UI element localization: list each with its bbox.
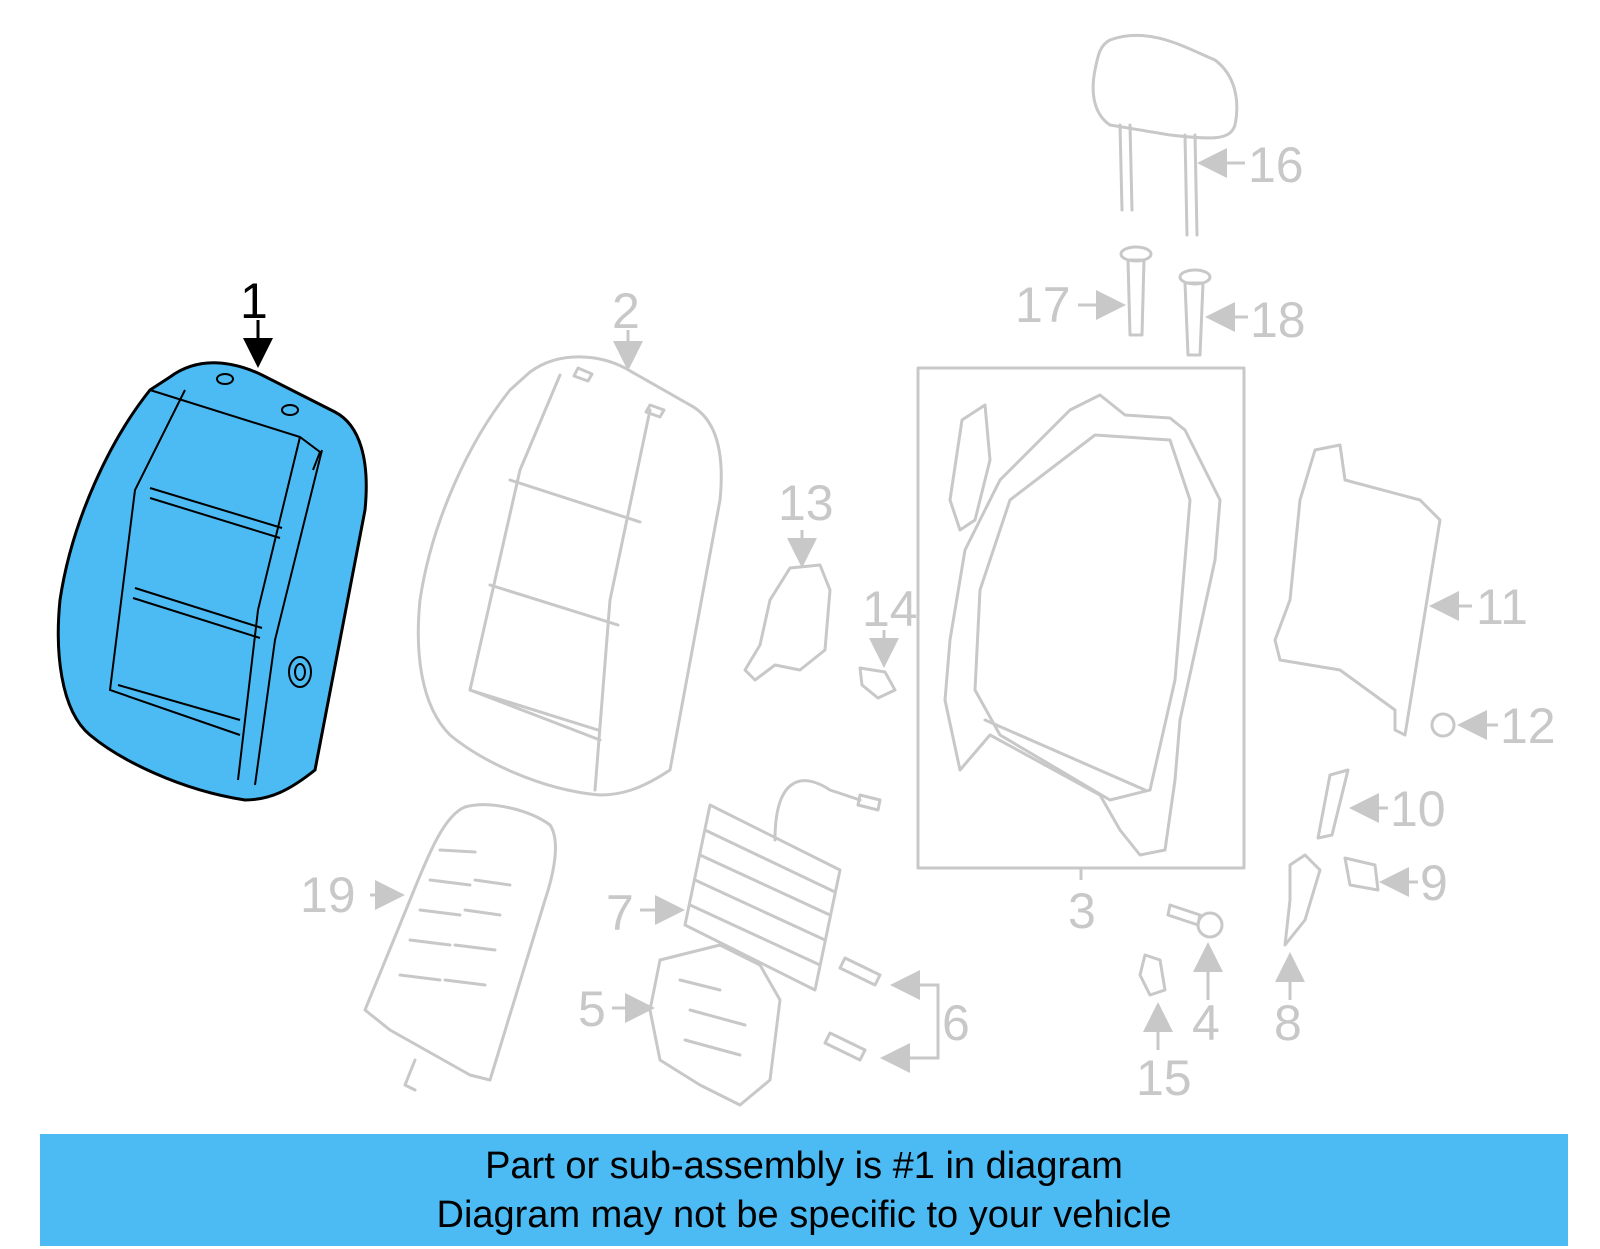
banner-line-2: Diagram may not be specific to your vehi… [436, 1194, 1172, 1236]
callout-7: 7 [606, 885, 634, 941]
part-17-headrest-guide[interactable] [1119, 245, 1153, 337]
callout-12: 12 [1500, 698, 1556, 754]
info-banner: Part or sub-assembly is #1 in diagram Di… [40, 1134, 1568, 1246]
part-11-panel[interactable] [1273, 443, 1442, 737]
part-13-trim-cover[interactable] [743, 563, 832, 682]
callout-13: 13 [778, 475, 834, 531]
part-18-headrest-guide-lock[interactable] [1178, 268, 1212, 357]
part-15-bracket[interactable] [1138, 953, 1167, 997]
callout-11: 11 [1476, 579, 1528, 635]
callout-16: 16 [1248, 137, 1304, 193]
part-5-pad[interactable] [648, 943, 782, 1107]
part-16-headrest[interactable] [1091, 33, 1239, 237]
part-7-lumbar-support[interactable] [683, 779, 882, 992]
parts-diagram: 1 2 3 4 5 6 [56, 33, 1556, 1107]
callout-8: 8 [1274, 995, 1302, 1051]
callout-9: 9 [1420, 855, 1448, 911]
callout-10: 10 [1390, 781, 1446, 837]
callout-4: 4 [1192, 995, 1220, 1051]
callout-6: 6 [942, 995, 970, 1051]
part-12-grommet[interactable] [1430, 712, 1456, 738]
callout-15: 15 [1136, 1050, 1192, 1106]
callout-17: 17 [1015, 277, 1071, 333]
part-8-lever[interactable] [1283, 853, 1322, 947]
callout-18: 18 [1250, 292, 1306, 348]
part-14-clip[interactable] [858, 666, 897, 700]
callout-5: 5 [578, 981, 606, 1037]
part-2-seat-cover[interactable] [416, 355, 723, 797]
callout-2: 2 [612, 283, 640, 339]
part-1-seat-cushion-highlighted[interactable] [56, 361, 368, 802]
callout-19: 19 [300, 867, 356, 923]
callout-3: 3 [1068, 883, 1096, 939]
banner-line-1: Part or sub-assembly is #1 in diagram [485, 1145, 1123, 1187]
callout-1: 1 [240, 273, 268, 329]
part-9-clip[interactable] [1343, 856, 1380, 892]
part-3-seat-frame[interactable] [916, 366, 1246, 870]
part-10-handle[interactable] [1316, 768, 1350, 840]
part-6-connectors[interactable] [823, 956, 940, 1062]
part-4-bolt[interactable] [1166, 903, 1224, 939]
part-19-heater-pad[interactable] [363, 803, 557, 1092]
callout-14: 14 [862, 581, 918, 637]
